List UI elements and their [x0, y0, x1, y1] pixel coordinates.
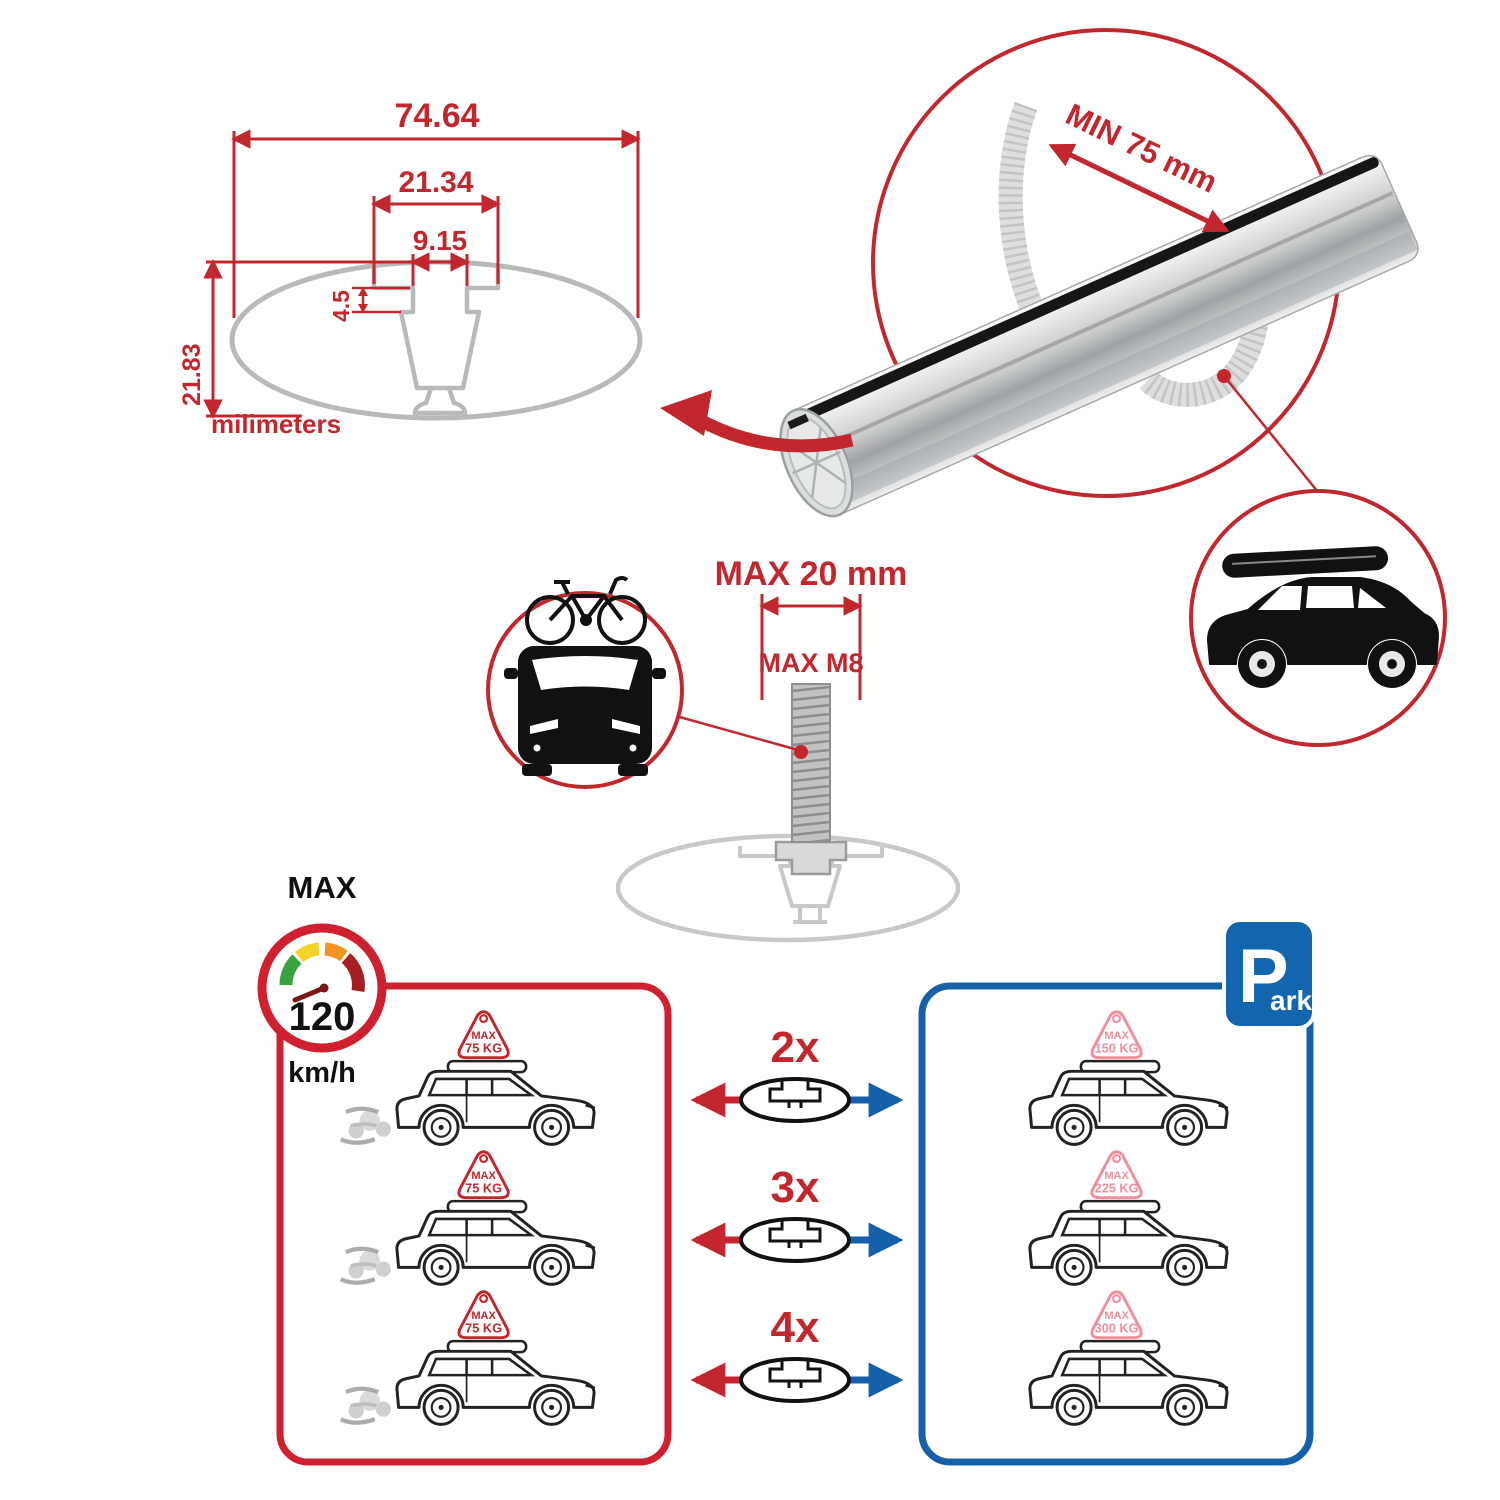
crossbar-profile-icon [739, 1217, 851, 1263]
units-label: milimeters [211, 409, 341, 439]
quantity-count: 3x [771, 1163, 820, 1212]
bolt-max-width-label: MAX 20 mm [715, 555, 908, 593]
connector-to-suv-circle [1223, 375, 1319, 493]
park-sign: P ark [1222, 918, 1316, 1030]
dimension-bolt-width [759, 594, 863, 700]
speed-value: 120 [289, 995, 356, 1039]
tag-weight-label: 75 KG [465, 1181, 502, 1196]
tag-weight-label: 300 KG [1095, 1321, 1139, 1336]
quantity-count: 4x [771, 1303, 820, 1352]
bar-closeup: MIN 75 mm [660, 28, 1419, 518]
crossbar-profile-icon [739, 1077, 851, 1123]
t-slot-stem-profile [412, 387, 468, 416]
dim-label-step-depth: 4.5 [328, 290, 354, 322]
tag-weight-label: 75 KG [465, 1321, 502, 1336]
gauge-needle [292, 985, 327, 1003]
tag-max-label: MAX [1104, 1170, 1129, 1182]
load-tag: MAX 75 KG [457, 1150, 510, 1200]
cross-section-diagram: 74.64 21.34 9.15 4.5 21.83 milimeters [178, 97, 643, 439]
tag-weight-label: 225 KG [1095, 1181, 1139, 1196]
bolt-marker-dot [794, 745, 808, 759]
dimension-total-width [231, 129, 641, 318]
dim-label-slot-width: 9.15 [413, 225, 468, 256]
suv-icon [1207, 577, 1439, 688]
bolt-thread-label: MAX M8 [758, 648, 863, 678]
roof-box-icon [1222, 546, 1389, 578]
dimension-total-height [203, 259, 425, 419]
bicycle-icon [525, 576, 647, 645]
bolt-threaded-shank [791, 683, 831, 843]
connector-to-car-circle [675, 714, 799, 752]
aluminium-crossbar [779, 154, 1419, 518]
left-car-2: MAX 75 KG [341, 1150, 597, 1286]
gauge-arcs [279, 942, 365, 993]
park-rest: ark [1270, 985, 1312, 1016]
speed-max-label: MAX [288, 870, 357, 905]
clamp-strap-left-icon [998, 101, 1048, 323]
left-car-3: MAX 75 KG [341, 1290, 597, 1426]
arrow-to-cross-section-icon [660, 390, 854, 453]
right-car-1: MAX 150 KG [1028, 1010, 1230, 1146]
tag-max-label: MAX [471, 1170, 496, 1182]
tag-max-label: MAX [471, 1310, 496, 1322]
speed-units: km/h [288, 1057, 356, 1089]
dim-label-total-width: 74.64 [394, 97, 479, 135]
car-front-circle [486, 576, 684, 789]
dim-label-total-height: 21.83 [178, 343, 206, 406]
t-bolt-icon [774, 683, 848, 876]
load-tag: MAX 300 KG [1090, 1290, 1143, 1340]
bolt-head-flange [774, 840, 848, 876]
right-car-3: MAX 300 KG [1028, 1290, 1230, 1426]
tag-max-label: MAX [471, 1030, 496, 1042]
tag-weight-label: 150 KG [1095, 1041, 1139, 1056]
car-front-icon [504, 646, 666, 776]
load-tag: MAX 225 KG [1090, 1150, 1143, 1200]
tag-weight-label: 75 KG [465, 1041, 502, 1056]
crossbar-profile-outline [229, 259, 643, 421]
quantity-row-3: 4x [690, 1303, 904, 1403]
load-tag: MAX 150 KG [1090, 1010, 1143, 1060]
tag-max-label: MAX [1104, 1030, 1129, 1042]
load-tag: MAX 75 KG [457, 1290, 510, 1340]
left-car-1: MAX 75 KG [341, 1010, 597, 1146]
min-span-arrow [1048, 143, 1230, 233]
rubber-strip [796, 157, 1379, 423]
bolt-diagram: MAX 20 mm MAX M8 [486, 555, 961, 943]
suv-roofbox-circle [1189, 489, 1447, 747]
park-letter: P [1238, 934, 1289, 1019]
dimension-step-depth [352, 286, 410, 314]
load-tag: MAX 75 KG [457, 1010, 510, 1060]
quantity-row-2: 3x [690, 1163, 904, 1263]
dim-label-plateau-width: 21.34 [398, 166, 473, 199]
right-car-2: MAX 225 KG [1028, 1150, 1230, 1286]
crossbar-profile-icon [739, 1357, 851, 1403]
tag-max-label: MAX [1104, 1310, 1129, 1322]
quantity-row-1: 2x [690, 1023, 904, 1123]
speed-gauge: MAX 120 km/h [257, 870, 387, 1089]
dimension-plateau-width [371, 194, 501, 284]
quantity-count: 2x [771, 1023, 820, 1072]
